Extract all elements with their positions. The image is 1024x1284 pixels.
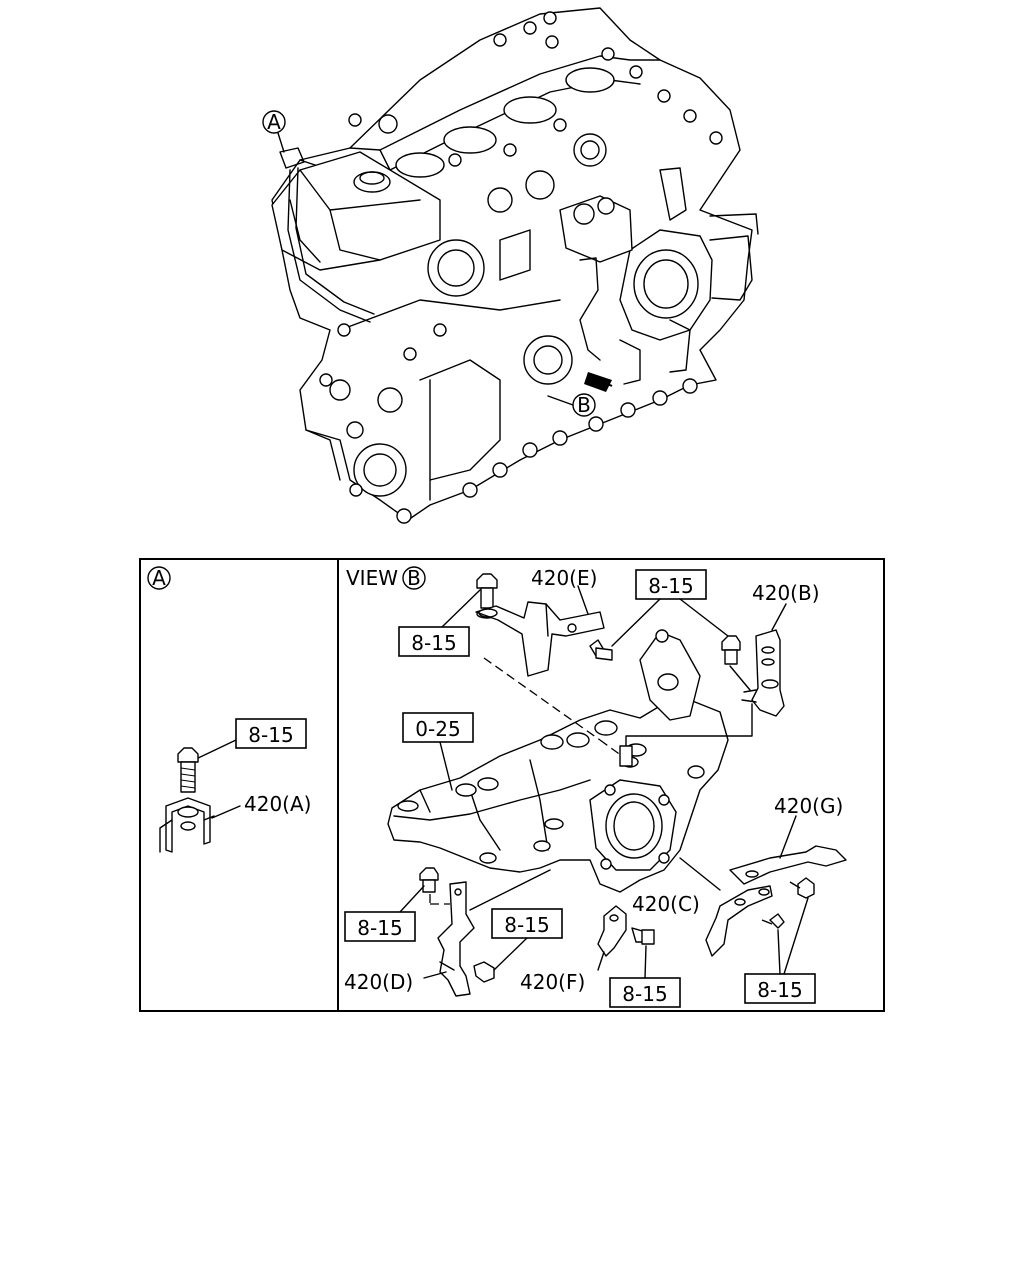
panel-a-bracket-icon bbox=[159, 797, 215, 853]
bolt-right-upper-icon bbox=[789, 877, 815, 899]
ref-box-bottom-mid bbox=[491, 908, 563, 939]
ref-box-bottom-f-label: 8-15 bbox=[622, 982, 667, 1006]
bolt-top-middle-icon bbox=[589, 639, 613, 661]
bracket-c-icon bbox=[705, 885, 773, 957]
ref-box-top-left-label: 8-15 bbox=[411, 631, 456, 655]
panel-b-view-text: VIEW bbox=[346, 566, 398, 590]
label-420-c: 420(C) bbox=[632, 892, 700, 916]
label-420-e: 420(E) bbox=[531, 566, 597, 590]
panel-b: VIEW B bbox=[344, 566, 847, 1008]
engine-illustration bbox=[271, 7, 759, 524]
ref-box-bottom-mid-label: 8-15 bbox=[504, 913, 549, 937]
bolt-f-icon bbox=[631, 927, 655, 945]
ref-box-bottom-f bbox=[609, 977, 681, 1008]
bracket-f-icon bbox=[597, 905, 627, 957]
engine-callout-a-letter: A bbox=[267, 110, 281, 134]
panel-a-ref-box-label: 8-15 bbox=[248, 723, 293, 747]
bracket-b-icon bbox=[741, 629, 785, 717]
panel-a-header: A bbox=[152, 566, 166, 590]
ref-box-top-right bbox=[635, 569, 707, 600]
bracket-g-icon bbox=[729, 845, 847, 885]
bolt-right-lower-icon bbox=[761, 913, 785, 929]
panel-a-ref-box bbox=[235, 718, 307, 749]
panel-a-bolt-icon bbox=[177, 747, 199, 793]
panel-b-view-circle: B bbox=[407, 566, 421, 590]
manifold-ref-box bbox=[402, 712, 474, 743]
ref-box-bottom-right-label: 8-15 bbox=[757, 978, 802, 1002]
ref-box-top-left bbox=[398, 626, 470, 657]
bolt-d-icon bbox=[473, 961, 495, 983]
engine-callout-b-letter: B bbox=[577, 393, 591, 417]
ref-box-top-right-label: 8-15 bbox=[648, 574, 693, 598]
manifold-ref-box-label: 0-25 bbox=[415, 717, 460, 741]
ref-box-bottom-right bbox=[744, 973, 816, 1004]
label-420-g: 420(G) bbox=[774, 794, 843, 818]
bracket-e-icon bbox=[475, 601, 605, 677]
intake-manifold-illustration bbox=[387, 629, 729, 893]
ref-box-bottom-left bbox=[344, 911, 416, 942]
label-420-d: 420(D) bbox=[344, 970, 413, 994]
engine-callout-a: A bbox=[262, 110, 305, 169]
label-420-f: 420(F) bbox=[520, 970, 585, 994]
bracket-d-icon bbox=[437, 881, 475, 997]
label-420-b: 420(B) bbox=[752, 581, 820, 605]
detail-frame bbox=[139, 558, 885, 1012]
bolt-bottom-left-icon bbox=[419, 867, 439, 893]
engine-callout-b: B bbox=[547, 393, 596, 417]
ref-box-bottom-left-label: 8-15 bbox=[357, 916, 402, 940]
panel-a: A 8-15 420(A) bbox=[147, 566, 311, 853]
panel-a-part-label: 420(A) bbox=[244, 792, 311, 816]
bolt-right-icon bbox=[721, 635, 741, 665]
